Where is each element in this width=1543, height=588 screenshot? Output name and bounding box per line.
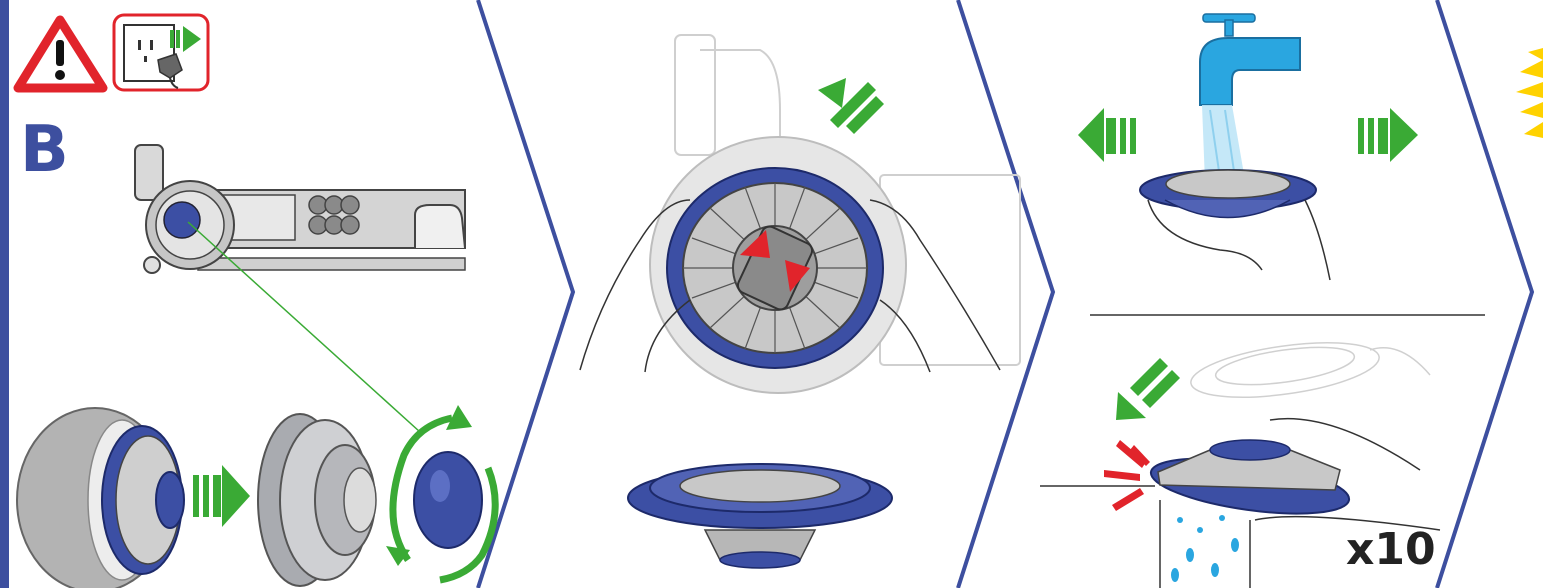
arrow-left-icon [1078,108,1136,162]
filter-tapping [1148,440,1353,524]
dust-particles [1171,515,1239,582]
panel-divider-3 [1437,0,1532,588]
unplug-icon [114,15,208,90]
motor-ball [17,408,184,588]
arrow-right-icon-2 [1358,108,1418,162]
tap-arrow-icon [1116,358,1180,420]
water-tap-icon [1200,14,1300,105]
warning-triangle-icon [18,20,103,88]
arrow-right-icon [193,465,250,527]
faded-filter-tapping [1188,333,1430,407]
repeat-count-label: x10 [1346,526,1436,574]
panel-divider-2 [958,0,1053,588]
sun-icon [1516,48,1543,138]
rotate-arrow-icon [818,78,884,134]
vacuum-machine-side-view [135,145,465,273]
filter-side-view [628,464,892,568]
filter-cap-blue [414,452,482,548]
filter-housing-grey [258,414,376,586]
step-label: B [20,118,69,182]
impact-lines-icon [1104,440,1150,511]
left-border [0,0,9,588]
pointer-line [188,222,420,432]
filter-unit-front [650,137,906,393]
filter-under-tap [1140,170,1316,218]
